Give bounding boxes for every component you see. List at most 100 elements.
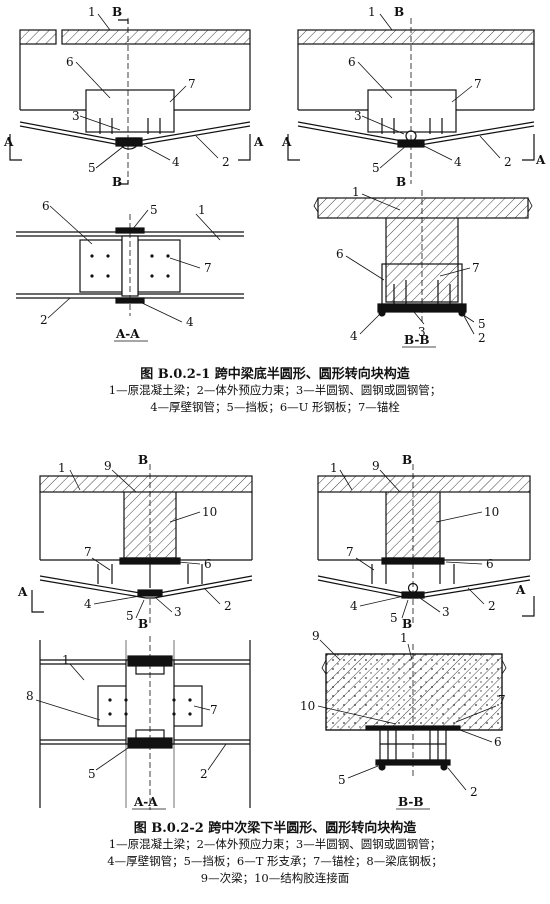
svg-text:5: 5 [372, 161, 380, 175]
svg-text:1: 1 [330, 461, 338, 475]
svg-text:A: A [515, 583, 526, 597]
svg-text:10: 10 [484, 505, 499, 519]
fig1-section-title: B-B [404, 333, 430, 347]
svg-text:B: B [394, 5, 404, 19]
svg-text:9: 9 [104, 459, 112, 473]
svg-text:1: 1 [352, 185, 360, 199]
svg-text:3: 3 [174, 605, 182, 619]
fig1-elevation-left [9, 18, 251, 185]
svg-text:9: 9 [312, 629, 320, 643]
svg-text:2: 2 [222, 155, 230, 169]
svg-text:B: B [112, 175, 122, 189]
svg-text:3: 3 [72, 109, 80, 123]
svg-text:5: 5 [126, 609, 134, 623]
svg-text:2: 2 [470, 785, 478, 799]
fig2-caption-block: 图 B.0.2-2 跨中次梁下半圆形、圆形转向块构造 1—原混凝土梁；2—体外预… [0, 817, 550, 887]
fig2-plan-title: A-A [133, 795, 158, 809]
svg-text:4: 4 [350, 599, 358, 613]
svg-text:B: B [402, 453, 412, 467]
svg-text:7: 7 [472, 261, 480, 275]
svg-text:B: B [396, 175, 406, 189]
svg-text:2: 2 [478, 331, 486, 345]
fig1-elevation-right-labels: 1 B 6 7 3 5 4 2 A A B [281, 5, 546, 189]
fig2-legend-line-1: 1—原混凝土梁；2—体外预应力束；3—半圆钢、圆钢或圆钢管； [108, 837, 442, 851]
fig2-section-bb-labels: 9 1 10 7 6 5 2 B-B [300, 629, 506, 810]
fig2-elevation-left-leaders [69, 469, 221, 619]
svg-text:6: 6 [494, 735, 502, 749]
svg-text:4: 4 [454, 155, 462, 169]
svg-text:6: 6 [204, 557, 212, 571]
svg-text:6: 6 [336, 247, 344, 261]
fig2-section-title: B-B [398, 795, 424, 809]
fig2-plan-aa-leaders [35, 663, 227, 771]
svg-text:1: 1 [88, 5, 96, 19]
svg-text:9: 9 [372, 459, 380, 473]
svg-text:10: 10 [300, 699, 315, 713]
svg-text:1: 1 [62, 653, 70, 667]
svg-text:5: 5 [390, 611, 398, 625]
fig1-plan-aa-labels: 6 5 1 7 2 4 A-A [40, 199, 212, 342]
svg-text:3: 3 [418, 325, 426, 339]
fig2-section-bb-leaders [317, 639, 497, 791]
svg-text:A: A [17, 585, 28, 599]
fig1-section-bb-labels: 1 6 7 4 3 5 2 B-B [336, 185, 486, 348]
svg-text:6: 6 [66, 55, 74, 69]
svg-text:A: A [535, 153, 546, 167]
svg-text:7: 7 [204, 261, 212, 275]
svg-text:B: B [138, 617, 148, 631]
fig2-legend-line-3: 9—次梁；10—结构胶连接面 [200, 871, 350, 885]
fig1-section-bb-leaders [345, 193, 475, 335]
svg-text:1: 1 [58, 461, 66, 475]
svg-text:A: A [3, 135, 14, 149]
svg-text:2: 2 [40, 313, 48, 327]
svg-text:4: 4 [186, 315, 194, 329]
fig1-legend-line-2: 4—厚壁钢管；5—挡板；6—U 形钢板；7—锚栓 [150, 400, 400, 414]
fig2-section-bb [321, 644, 507, 778]
fig2-plan-aa [39, 636, 251, 810]
svg-text:10: 10 [202, 505, 217, 519]
fig1-elevation-left-labels: 1 B 6 7 3 5 4 2 A A B [3, 5, 264, 189]
svg-text:6: 6 [486, 557, 494, 571]
svg-text:1: 1 [400, 631, 408, 645]
svg-text:B: B [112, 5, 122, 19]
svg-text:3: 3 [354, 109, 362, 123]
svg-text:7: 7 [84, 545, 92, 559]
svg-text:3: 3 [442, 605, 450, 619]
svg-text:5: 5 [338, 773, 346, 787]
svg-text:7: 7 [188, 77, 196, 91]
svg-text:4: 4 [84, 597, 92, 611]
fig1-plan-aa-leaders [47, 205, 221, 323]
fig1-legend-line-1: 1—原混凝土梁；2—体外预应力束；3—半圆钢、圆钢或圆钢管； [108, 383, 442, 397]
svg-text:7: 7 [210, 703, 218, 717]
fig1-elevation-right-leaders [357, 13, 501, 169]
svg-text:7: 7 [474, 77, 482, 91]
svg-text:7: 7 [346, 545, 354, 559]
fig1-plan-title: A-A [115, 327, 140, 341]
fig1-elevation-left-leaders [75, 13, 219, 169]
svg-text:2: 2 [200, 767, 208, 781]
fig2-legend-line-2: 4—厚壁钢管；5—挡板；6—T 形支承；7—锚栓；8—梁底钢板； [107, 854, 443, 868]
fig2-elevation-right-labels: 1 9 B 10 7 6 4 5 3 2 A B [330, 453, 526, 631]
svg-text:5: 5 [88, 161, 96, 175]
svg-text:2: 2 [224, 599, 232, 613]
fig1-plan-aa [16, 214, 244, 316]
svg-text:4: 4 [350, 329, 358, 343]
fig2-elevation-left [31, 464, 253, 624]
svg-text:2: 2 [504, 155, 512, 169]
fig1-caption: 图 B.0.2-1 跨中梁底半圆形、圆形转向块构造 [140, 367, 410, 382]
svg-text:A: A [253, 135, 264, 149]
fig2-caption: 图 B.0.2-2 跨中次梁下半圆形、圆形转向块构造 [133, 821, 417, 836]
svg-text:6: 6 [42, 199, 50, 213]
svg-text:6: 6 [348, 55, 356, 69]
svg-text:1: 1 [368, 5, 376, 19]
svg-text:8: 8 [26, 689, 34, 703]
svg-text:2: 2 [488, 599, 496, 613]
fig2-elevation-right [317, 464, 535, 624]
svg-text:5: 5 [150, 203, 158, 217]
svg-text:7: 7 [498, 693, 506, 707]
svg-text:4: 4 [172, 155, 180, 169]
fig1-caption-block: 图 B.0.2-1 跨中梁底半圆形、圆形转向块构造 1—原混凝土梁；2—体外预应… [0, 363, 550, 416]
svg-text:B: B [402, 617, 412, 631]
fig1-elevation-right [287, 18, 535, 184]
